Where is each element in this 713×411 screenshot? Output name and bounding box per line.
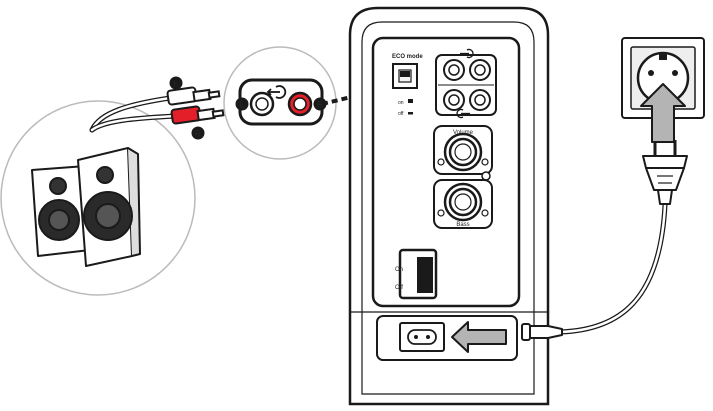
audio-output-icon [456, 108, 470, 119]
power-inlet-c8 [399, 322, 445, 352]
bass-label: Bass [456, 222, 469, 228]
insert-arrow-icon [640, 83, 686, 143]
eco-mode-switch[interactable]: ECO mode on off [392, 54, 423, 117]
audio-input-icon [266, 85, 287, 99]
power-on-label: On [395, 267, 403, 273]
audio-input-icon [460, 48, 474, 59]
eco-off-label: off [398, 111, 404, 117]
rca-plug-left [166, 86, 221, 106]
volume-knob[interactable]: Volume [433, 125, 493, 175]
c7-connector [521, 323, 563, 341]
eco-on-label: on [398, 100, 404, 106]
bass-knob[interactable]: Bass [433, 179, 493, 229]
cable-label-right: R [191, 126, 205, 140]
cable-label-left: L [169, 76, 183, 90]
power-inlet-plate [376, 315, 518, 361]
eco-mode-label: ECO mode [392, 54, 423, 60]
rca-plug-right [170, 105, 225, 125]
status-led [481, 171, 491, 181]
callout-letter-right: R [317, 100, 324, 110]
power-plug-icon [642, 140, 688, 205]
power-off-label: Off [395, 285, 403, 291]
cable-letter-left: L [173, 79, 179, 89]
rca-input-block [435, 48, 497, 119]
input-callout: L R [223, 46, 337, 160]
power-switch[interactable]: On Off [395, 248, 438, 300]
speakers-illustration [0, 100, 196, 296]
insert-arrow-icon [451, 321, 507, 353]
cable-letter-right: R [195, 129, 202, 139]
power-cord [557, 202, 668, 335]
rca-cable [89, 95, 178, 133]
speakers-icon [31, 147, 141, 267]
callout-letter-left: L [239, 100, 245, 110]
